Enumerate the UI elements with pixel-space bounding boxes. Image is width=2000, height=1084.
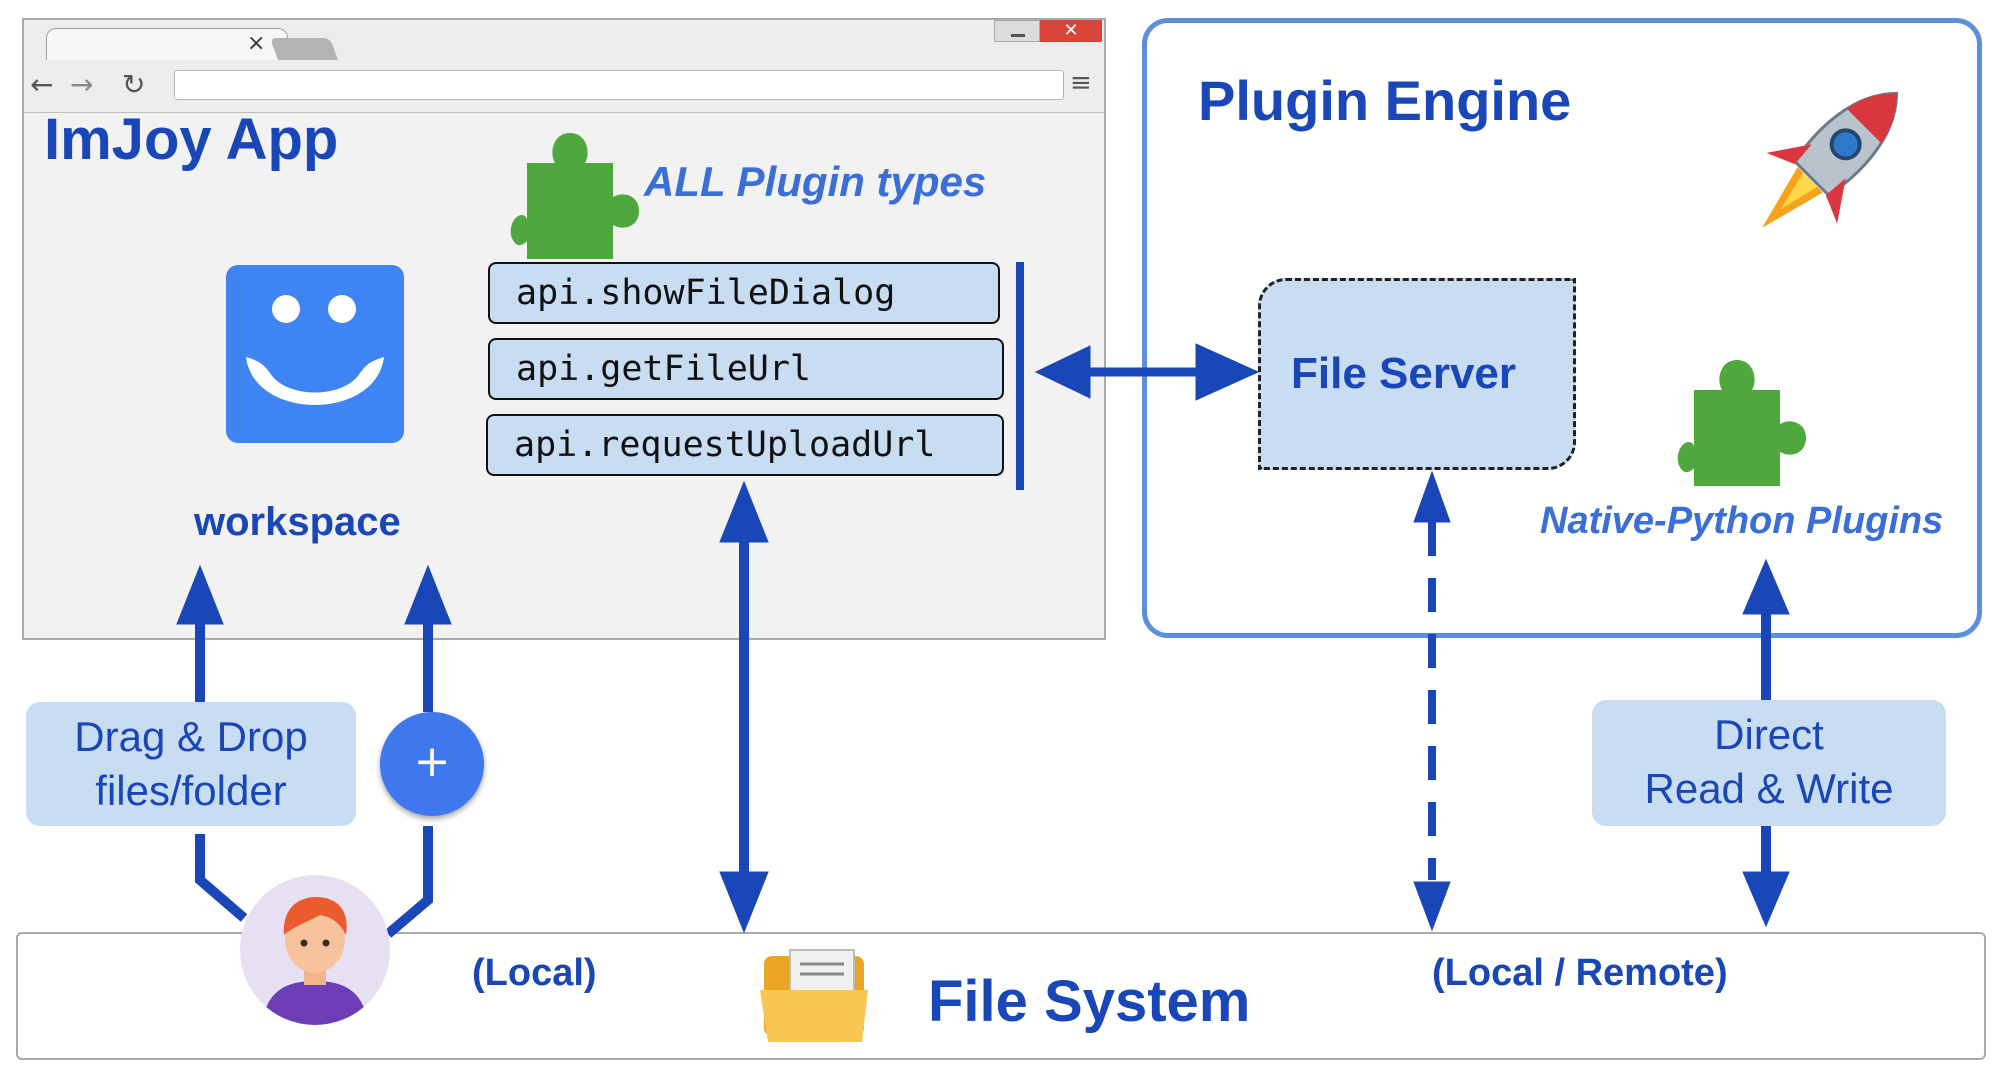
drag-drop-arrow: [176, 564, 248, 922]
file-server-filesystem-dashed-arrow: [1413, 470, 1451, 932]
file-server-box: File Server: [1258, 278, 1576, 470]
browser-tab-bar: × ✕: [24, 20, 1104, 61]
imjoy-browser-window: × ✕ ← → ↻ ≡: [22, 18, 1106, 640]
reload-icon[interactable]: ↻: [122, 68, 146, 101]
remote-label: (Local / Remote): [1432, 952, 1728, 994]
user-avatar[interactable]: [240, 875, 390, 1025]
api-file-server-arrow: [1034, 343, 1260, 401]
file-server-label: File Server: [1291, 349, 1517, 398]
api-request-upload-url: api.requestUploadUrl: [486, 414, 1004, 476]
drag-drop-box: Drag & Drop files/folder: [26, 702, 356, 826]
api-filesystem-arrow: [719, 480, 769, 934]
plus-button-arrow: [384, 564, 452, 938]
folder-icon: [760, 949, 868, 1042]
tab-close-icon[interactable]: ×: [247, 31, 266, 56]
person-icon: [262, 897, 368, 1025]
native-puzzle-piece-icon: [1677, 360, 1806, 486]
address-bar[interactable]: [174, 70, 1064, 100]
direct-read-write-box: Direct Read & Write: [1592, 700, 1946, 826]
drag-drop-line1: Drag & Drop: [74, 713, 308, 760]
browser-toolbar: ← → ↻ ≡: [24, 60, 1104, 113]
plugin-types-label: ALL Plugin types: [644, 158, 987, 205]
menu-icon[interactable]: ≡: [1070, 68, 1092, 98]
api-get-file-url: api.getFileUrl: [488, 338, 1004, 400]
direct-rw-down-arrow: [1742, 826, 1790, 928]
app-title: ImJoy App: [44, 107, 339, 172]
api-show-file-dialog: api.showFileDialog: [488, 262, 1000, 324]
native-plugins-up-arrow: [1742, 558, 1790, 700]
native-plugins-label: Native-Python Plugins: [1540, 500, 1944, 542]
puzzle-piece-icon: [510, 133, 639, 259]
browser-tab[interactable]: ×: [46, 28, 288, 61]
workspace-label: workspace: [194, 500, 401, 544]
local-label: (Local): [472, 952, 597, 994]
rocket-icon: [1762, 91, 1899, 228]
minimize-icon[interactable]: [994, 20, 1040, 42]
forward-arrow-icon[interactable]: →: [70, 68, 94, 101]
direct-rw-line1: Direct: [1714, 711, 1824, 758]
window-close-icon[interactable]: ✕: [1040, 20, 1102, 42]
back-arrow-icon[interactable]: ←: [30, 68, 54, 101]
plugin-engine-title: Plugin Engine: [1198, 69, 1572, 132]
drag-drop-line2: files/folder: [95, 767, 287, 814]
imjoy-logo-icon: [226, 265, 404, 443]
file-system-title: File System: [928, 969, 1251, 1034]
add-files-button[interactable]: +: [380, 712, 484, 816]
direct-rw-line2: Read & Write: [1644, 765, 1894, 812]
